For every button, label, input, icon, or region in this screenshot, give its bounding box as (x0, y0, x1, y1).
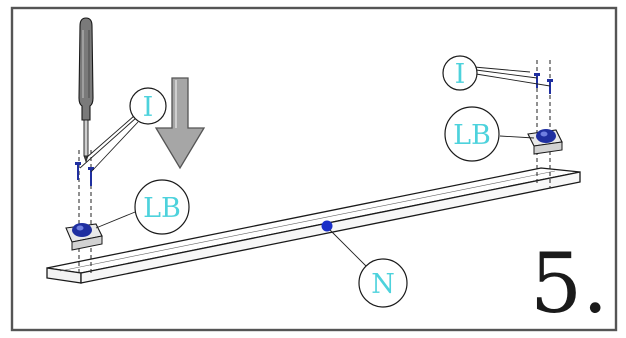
leader-line-screw-left-a (79, 117, 137, 169)
right-screws-icon (534, 73, 553, 94)
leader-line-screw-left-b (90, 121, 139, 173)
screwdriver-icon (78, 17, 94, 163)
callout-screw-left-label: I (143, 92, 154, 123)
leader-line-bracket-left (95, 209, 141, 229)
callout-screw-right-label: I (455, 59, 466, 90)
leader-line-bracket-right (499, 135, 535, 139)
left-bracket-icon (65, 223, 103, 251)
left-screws-icon (75, 162, 94, 186)
diagram-frame (10, 6, 618, 332)
right-bracket-icon (527, 129, 563, 155)
callout-bracket-right: LB (444, 106, 500, 162)
callout-screw-left: I (129, 87, 167, 125)
callout-panel-label: N (371, 269, 395, 300)
callout-panel: N (358, 258, 408, 308)
leader-line-panel (329, 229, 371, 271)
down-arrow-icon (154, 77, 206, 170)
callout-screw-right: I (442, 55, 478, 91)
callout-bracket-left: LB (134, 179, 190, 235)
leader-line-screw-right-c (473, 66, 531, 73)
step-number: 5. (530, 237, 608, 332)
leader-line-screw-right-a (475, 69, 538, 79)
leader-line-screw-right-b (475, 73, 551, 87)
leader-line-screw-left-c (85, 115, 135, 159)
callout-bracket-left-label: LB (143, 193, 181, 224)
panel-marker (321, 220, 333, 232)
callout-bracket-right-label: LB (453, 120, 491, 151)
